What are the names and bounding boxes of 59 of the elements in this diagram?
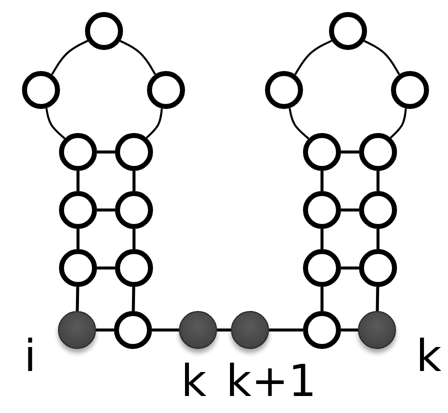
filled-circle [358, 311, 396, 349]
circle [359, 249, 397, 287]
connector-line [76, 286, 80, 312]
loop-connector [294, 40, 332, 76]
connector-line [217, 328, 231, 332]
circle [303, 191, 341, 229]
connector-line [320, 229, 324, 249]
circle [303, 133, 341, 171]
circle [303, 311, 341, 349]
circle [391, 71, 429, 109]
connector-line [341, 208, 359, 212]
circle [359, 191, 397, 229]
loop-connector [120, 40, 156, 75]
circle [303, 249, 341, 287]
position-label: k+1 [226, 360, 316, 404]
connector-line [132, 229, 136, 249]
connector-line [376, 229, 380, 249]
circle [359, 133, 397, 171]
circle [329, 12, 367, 50]
loop-connector [45, 108, 66, 140]
position-label: k [416, 335, 442, 379]
connector-line [376, 286, 380, 312]
filled-circle [58, 311, 96, 349]
connector-line [97, 150, 115, 154]
circle [59, 133, 97, 171]
circle [22, 71, 60, 109]
position-label: i [24, 335, 36, 379]
filled-circle [179, 311, 217, 349]
connector-line [320, 287, 324, 311]
loop-connector [364, 40, 400, 75]
connector-line [76, 171, 80, 191]
connector-line [132, 286, 136, 312]
connector-line [97, 208, 115, 212]
filled-circle [231, 311, 269, 349]
connector-line [97, 266, 115, 270]
circle [115, 133, 153, 171]
connector-line [341, 266, 359, 270]
circle [115, 249, 153, 287]
connector-line [269, 328, 303, 332]
loop-connector [390, 108, 407, 139]
connector-line [341, 150, 359, 154]
circle [114, 311, 152, 349]
circle [265, 71, 303, 109]
connector-line [320, 171, 324, 191]
circle [85, 12, 123, 50]
circle [59, 191, 97, 229]
connector-line [132, 171, 136, 191]
connector-line [376, 171, 380, 191]
loop-connector [146, 108, 163, 139]
loop-connector [51, 40, 88, 75]
circle [147, 71, 185, 109]
position-label: k [181, 360, 206, 404]
connector-line [76, 229, 80, 249]
loop-connector [288, 108, 310, 140]
connector-line [152, 328, 179, 332]
connector-line [341, 328, 358, 332]
circle [115, 191, 153, 229]
circle [59, 249, 97, 287]
connector-line [96, 328, 114, 332]
